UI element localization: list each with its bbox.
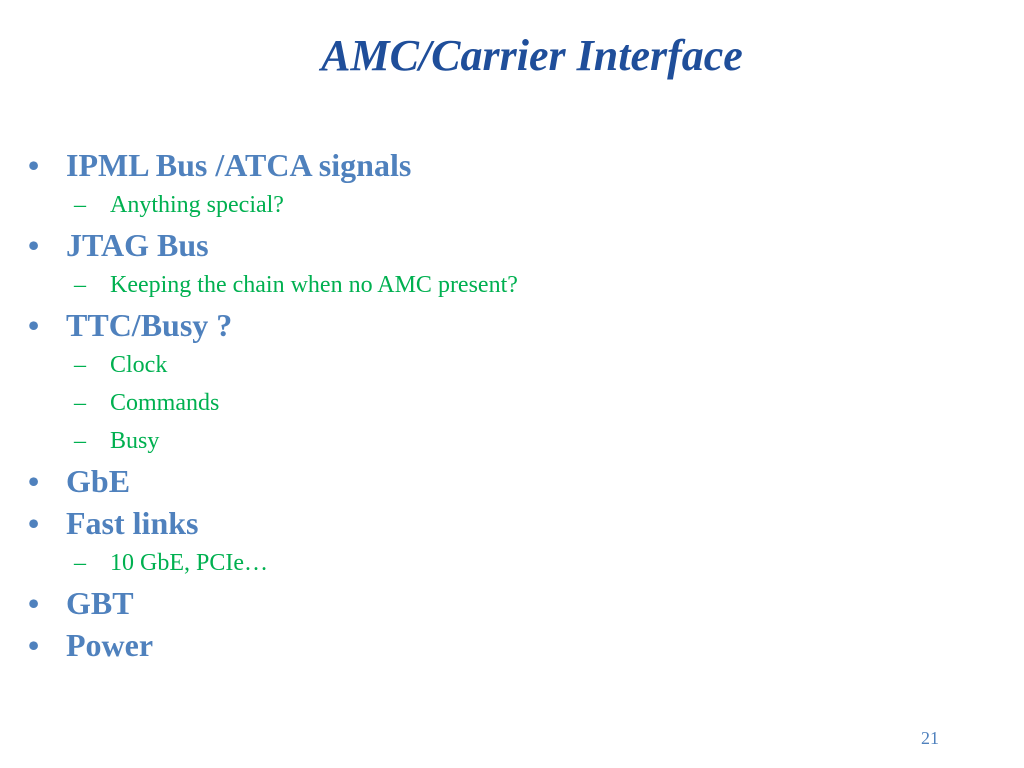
bullet-text: IPML Bus /ATCA signals <box>66 147 412 183</box>
sub-bullet-item: – Busy <box>28 422 928 460</box>
bullet-marker: • <box>28 227 40 263</box>
sub-bullet-text: 10 GbE, PCIe… <box>110 550 268 576</box>
bullet-marker: • <box>28 463 40 499</box>
sub-bullet-item: – Anything special? <box>28 186 928 224</box>
bullet-item: • TTC/Busy ? <box>28 304 928 346</box>
sub-bullet-text: Anything special? <box>110 192 284 218</box>
bullet-item: • Power <box>28 624 928 666</box>
sub-bullet-marker: – <box>74 352 86 378</box>
bullet-marker: • <box>28 505 40 541</box>
bullet-item: • JTAG Bus <box>28 224 928 266</box>
sub-bullet-marker: – <box>74 192 86 218</box>
bullet-text: JTAG Bus <box>66 227 209 263</box>
bullet-text: GBT <box>66 585 134 621</box>
bullet-item: • GbE <box>28 460 928 502</box>
bullet-marker: • <box>28 585 40 621</box>
sub-bullet-marker: – <box>74 390 86 416</box>
bullet-text: GbE <box>66 463 131 499</box>
sub-bullet-item: – Clock <box>28 346 928 384</box>
sub-bullet-item: – 10 GbE, PCIe… <box>28 544 928 582</box>
sub-bullet-item: – Keeping the chain when no AMC present? <box>28 266 928 304</box>
sub-bullet-text: Busy <box>110 428 160 454</box>
page-number: 21 <box>921 728 939 748</box>
sub-bullet-text: Commands <box>110 390 220 416</box>
sub-bullet-text: Keeping the chain when no AMC present? <box>110 272 518 298</box>
sub-bullet-marker: – <box>74 550 86 576</box>
bullet-text: TTC/Busy ? <box>66 307 233 343</box>
bullet-item: • Fast links <box>28 502 928 544</box>
sub-bullet-item: – Commands <box>28 384 928 422</box>
bullet-item: • IPML Bus /ATCA signals <box>28 144 928 186</box>
bullet-item: • GBT <box>28 582 928 624</box>
sub-bullet-marker: – <box>74 428 86 454</box>
bullet-marker: • <box>28 307 40 343</box>
bullet-list: • IPML Bus /ATCA signals – Anything spec… <box>28 144 928 666</box>
bullet-marker: • <box>28 147 40 183</box>
slide-title: AMC/Carrier Interface <box>321 31 743 80</box>
bullet-text: Power <box>66 627 154 663</box>
bullet-marker: • <box>28 627 40 663</box>
sub-bullet-marker: – <box>74 272 86 298</box>
bullet-text: Fast links <box>66 505 199 541</box>
sub-bullet-text: Clock <box>110 352 168 378</box>
